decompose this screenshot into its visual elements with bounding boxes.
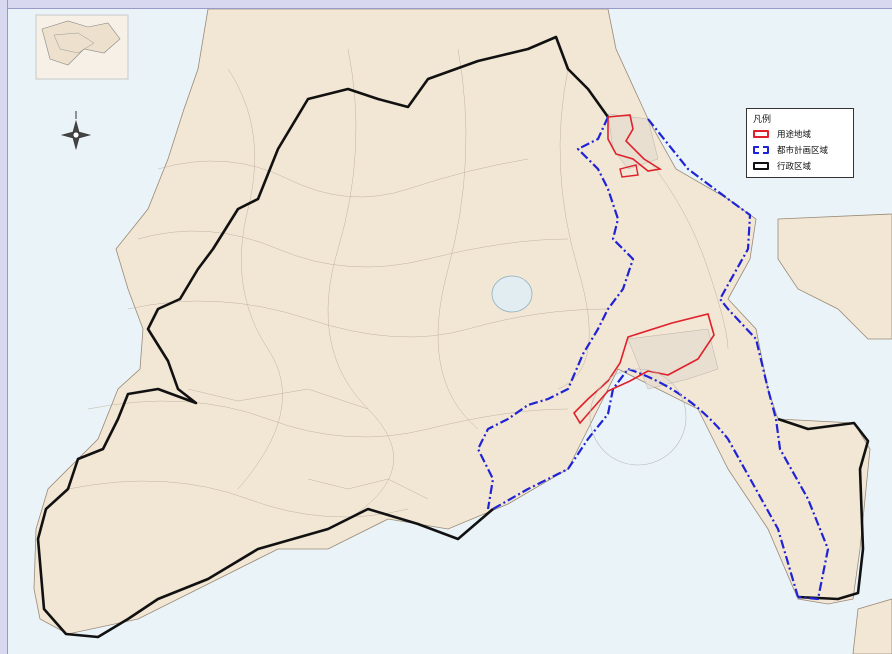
southeast-land bbox=[852, 598, 892, 654]
topographic-lines bbox=[67, 48, 729, 520]
administrative-area-swatch bbox=[753, 162, 769, 170]
map-legend: 凡例 用途地域 都市計画区域 行政区域 bbox=[746, 108, 854, 178]
inset-locator-map bbox=[35, 14, 129, 80]
legend-title: 凡例 bbox=[753, 115, 772, 125]
legend-label-city-planning-area: 都市計画区域 bbox=[777, 146, 829, 156]
lake bbox=[491, 275, 533, 313]
compass-rose-icon bbox=[60, 111, 92, 151]
land-use-zone-north bbox=[607, 114, 663, 172]
land-use-zone-small bbox=[619, 164, 639, 178]
peninsula-land bbox=[33, 9, 871, 635]
window-left-border bbox=[0, 0, 8, 654]
legend-item-administrative-area: 行政区域 bbox=[753, 160, 811, 172]
administrative-boundary bbox=[36, 35, 870, 639]
legend-label-land-use-zone: 用途地域 bbox=[777, 130, 812, 140]
legend-label-administrative-area: 行政区域 bbox=[777, 162, 812, 172]
city-planning-area-swatch bbox=[753, 146, 769, 154]
city-planning-boundary bbox=[476, 116, 830, 601]
bay-guide-circle bbox=[589, 368, 687, 466]
map-canvas[interactable] bbox=[8, 9, 892, 654]
window-top-border bbox=[0, 0, 892, 9]
legend-item-city-planning-area: 都市計画区域 bbox=[753, 144, 828, 156]
city-planning-map[interactable] bbox=[8, 9, 892, 654]
eastern-land bbox=[777, 213, 892, 340]
land-use-zone-swatch bbox=[753, 130, 769, 138]
legend-item-land-use-zone: 用途地域 bbox=[753, 128, 811, 140]
